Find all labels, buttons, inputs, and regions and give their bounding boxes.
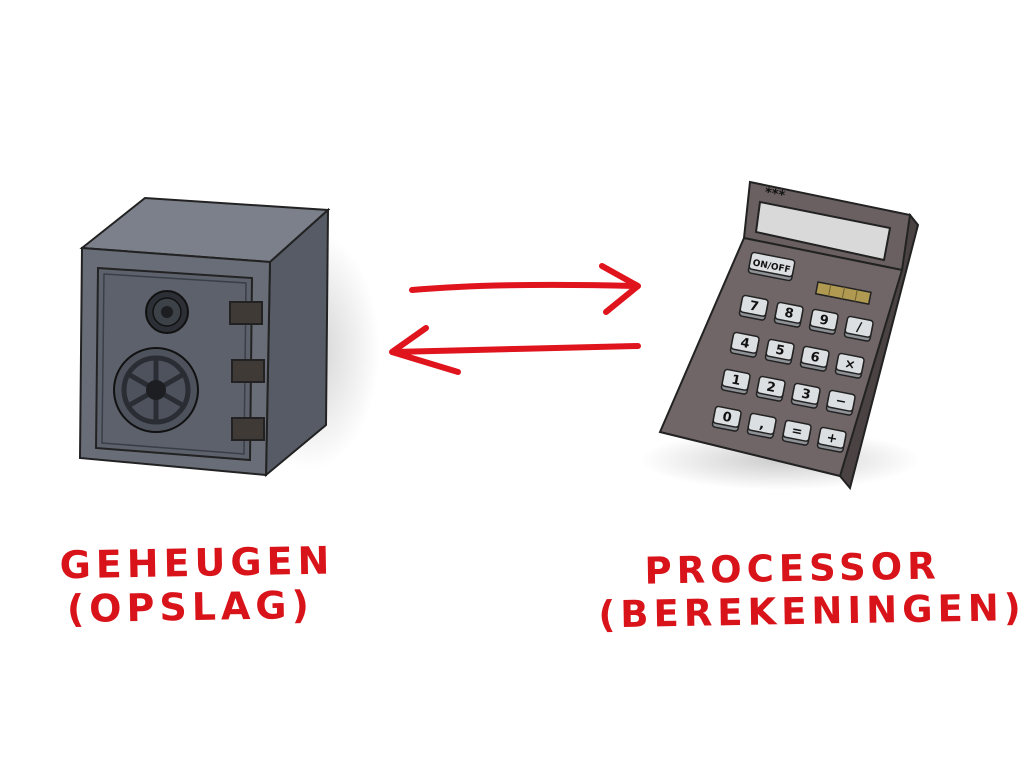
calculator-key[interactable]: × <box>834 352 865 379</box>
key-label: 8 <box>783 306 795 322</box>
exchange-arrows <box>389 263 641 375</box>
key-label: = <box>790 423 804 440</box>
calculator-key[interactable]: 1 <box>720 368 751 395</box>
key-label: , <box>758 417 766 433</box>
key-label: − <box>834 393 848 410</box>
calculator-key[interactable]: 0 <box>711 405 742 432</box>
calculator-keypad: ON/OFF 7 8 9 / 4 5 6 × 1 2 3 − 0, = + <box>711 251 874 453</box>
processor-title: PROCESSOR <box>644 544 941 593</box>
key-label: 1 <box>730 373 742 389</box>
key-label: 9 <box>818 313 830 329</box>
key-label: 3 <box>800 387 812 403</box>
memory-title: GEHEUGEN <box>59 538 335 588</box>
calculator-key[interactable]: + <box>816 426 847 453</box>
calculator-key[interactable]: − <box>825 389 856 416</box>
processor-caption: PROCESSOR (BEREKENINGEN) <box>597 544 1024 637</box>
calculator-key[interactable]: 3 <box>790 382 821 409</box>
memory-subtitle: (OPSLAG) <box>66 582 315 631</box>
key-label: 0 <box>721 410 733 426</box>
svg-text:***: *** <box>763 185 786 204</box>
calculator-key[interactable]: 7 <box>738 294 769 321</box>
key-label: 6 <box>809 350 821 366</box>
calculator-key[interactable]: 6 <box>799 345 830 372</box>
on-off-key[interactable]: ON/OFF <box>747 251 796 282</box>
calculator-key[interactable]: = <box>781 419 812 446</box>
arrow-left-icon <box>389 325 641 375</box>
processor-subtitle: (BEREKENINGEN) <box>598 585 1024 636</box>
safe-icon <box>78 196 380 478</box>
calculator-key[interactable]: 4 <box>729 331 760 358</box>
calculator-key[interactable]: 9 <box>808 308 839 335</box>
calculator-key[interactable]: 8 <box>773 301 804 328</box>
key-label: 5 <box>774 343 786 359</box>
key-label: 4 <box>739 336 751 352</box>
calculator-key[interactable]: 5 <box>764 338 795 365</box>
display-marks: *** <box>763 185 786 204</box>
key-label: + <box>825 430 839 447</box>
calculator-key[interactable]: , <box>746 412 777 439</box>
arrow-right-icon <box>409 263 641 315</box>
memory-caption: GEHEUGEN (OPSLAG) <box>59 538 335 632</box>
key-label: 7 <box>748 299 760 315</box>
key-label: 2 <box>765 380 777 396</box>
key-label: / <box>855 320 863 336</box>
calculator-key[interactable]: / <box>843 315 874 342</box>
key-label: × <box>843 356 857 373</box>
calculator-icon: *** ON/OFF 7 8 9 / 4 5 6 × 1 2 3 − 0, = + <box>640 180 920 491</box>
calculator-key[interactable]: 2 <box>755 375 786 402</box>
